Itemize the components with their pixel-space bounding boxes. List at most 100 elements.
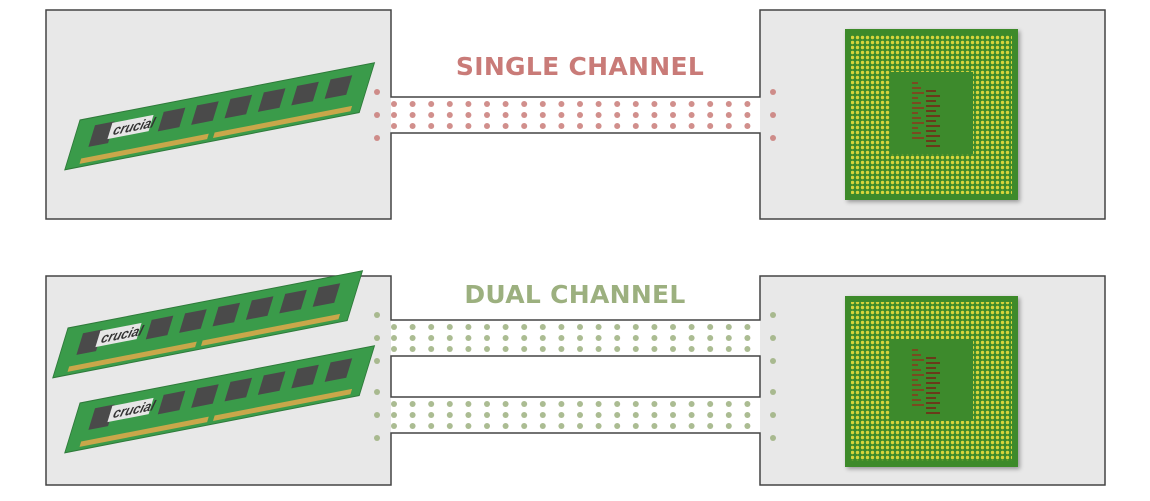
cpu-component xyxy=(926,397,936,399)
data-line-dot xyxy=(391,324,397,330)
data-line-dot xyxy=(446,101,453,107)
data-line-dot xyxy=(670,412,676,418)
cpu-component xyxy=(912,404,924,406)
cpu-component xyxy=(912,364,918,366)
data-line-dot xyxy=(374,335,380,341)
data-line-dot xyxy=(465,335,472,341)
ram-chip xyxy=(76,329,103,355)
data-line-dot xyxy=(614,324,621,330)
cpu-component xyxy=(912,389,924,391)
data-line-dot xyxy=(409,101,416,107)
data-line-dot xyxy=(614,401,621,407)
data-line-dot xyxy=(374,389,380,395)
cpu-component xyxy=(912,374,924,376)
data-line-dot xyxy=(374,89,380,95)
data-line-dot xyxy=(707,324,714,330)
ram-contacts xyxy=(79,133,209,164)
data-line-dot xyxy=(484,401,490,407)
data-line-dot xyxy=(632,423,639,429)
data-line-dot xyxy=(595,335,602,341)
cpu-component xyxy=(926,100,936,102)
data-line-dot xyxy=(409,412,416,418)
data-line-dot xyxy=(539,101,546,107)
data-line-dot xyxy=(577,112,583,118)
cpu-component xyxy=(912,102,921,104)
data-line-dot xyxy=(391,412,397,418)
data-line-dot xyxy=(409,401,416,407)
data-line-dot xyxy=(465,346,472,352)
data-line-dot xyxy=(558,423,565,429)
cpu-component xyxy=(926,130,936,132)
ram-chip xyxy=(291,364,319,389)
data-line-dot xyxy=(409,335,416,341)
data-line-dot xyxy=(725,324,732,330)
data-line-dot xyxy=(614,335,621,341)
cpu-component xyxy=(912,127,918,129)
ram-chip xyxy=(145,315,174,340)
data-line-dot xyxy=(502,401,509,407)
cpu-component xyxy=(912,354,921,356)
data-line-dot xyxy=(651,324,658,330)
data-line-dot xyxy=(428,324,435,330)
data-line-dot xyxy=(409,346,416,352)
data-line-dot xyxy=(670,346,676,352)
data-line-dot xyxy=(502,346,509,352)
cpu-component xyxy=(912,137,924,139)
data-line-dot xyxy=(632,101,639,107)
data-line-dot xyxy=(484,324,490,330)
ram-contacts xyxy=(67,341,197,372)
ram-chip xyxy=(157,107,186,132)
data-line-dot xyxy=(577,346,583,352)
data-line-dot xyxy=(521,346,528,352)
data-line-dot xyxy=(558,112,565,118)
data-line-dot xyxy=(707,335,714,341)
data-line-dot xyxy=(632,123,639,129)
data-line-dot xyxy=(391,101,397,107)
data-line-dot xyxy=(577,123,583,129)
data-line-dot xyxy=(614,112,621,118)
data-line-dot xyxy=(465,123,472,129)
data-line-dot xyxy=(446,423,453,429)
data-line-dot xyxy=(484,412,490,418)
data-line-dot xyxy=(744,346,751,352)
data-line-dot xyxy=(670,423,676,429)
data-line-dot xyxy=(651,423,658,429)
data-line-dot xyxy=(595,423,602,429)
data-line-dot xyxy=(614,423,621,429)
ram-chip xyxy=(257,371,286,395)
dual-channel-title: DUAL CHANNEL xyxy=(464,280,686,309)
data-line-dot xyxy=(707,123,714,129)
data-line-dot xyxy=(744,412,751,418)
data-line-dot xyxy=(428,123,435,129)
data-line-dot xyxy=(770,412,776,418)
data-line-dot xyxy=(502,112,509,118)
data-line-dot xyxy=(521,401,528,407)
data-line-dot xyxy=(465,423,472,429)
data-line-dot xyxy=(428,101,435,107)
data-line-dot xyxy=(558,101,565,107)
data-line-dot xyxy=(465,324,472,330)
data-line-dot xyxy=(725,123,732,129)
data-line-dot xyxy=(770,358,776,364)
cpu-component xyxy=(926,382,940,384)
data-line-dot xyxy=(502,412,509,418)
data-line-dot xyxy=(614,123,621,129)
ram-chip xyxy=(88,404,115,430)
data-line-dot xyxy=(725,112,732,118)
data-line-dot xyxy=(446,346,453,352)
cpu-component xyxy=(926,377,936,379)
data-line-dot xyxy=(725,423,732,429)
cpu-component xyxy=(912,87,921,89)
cpu-component xyxy=(912,82,918,84)
data-line-dot xyxy=(374,358,380,364)
ram-module: crucial xyxy=(52,270,364,379)
data-line-dot xyxy=(744,401,751,407)
data-line-dot xyxy=(502,101,509,107)
cpu-component xyxy=(912,92,924,94)
data-line-dot xyxy=(577,324,583,330)
data-line-dot xyxy=(770,435,776,441)
data-line-dot xyxy=(595,112,602,118)
data-line-dot xyxy=(391,335,397,341)
